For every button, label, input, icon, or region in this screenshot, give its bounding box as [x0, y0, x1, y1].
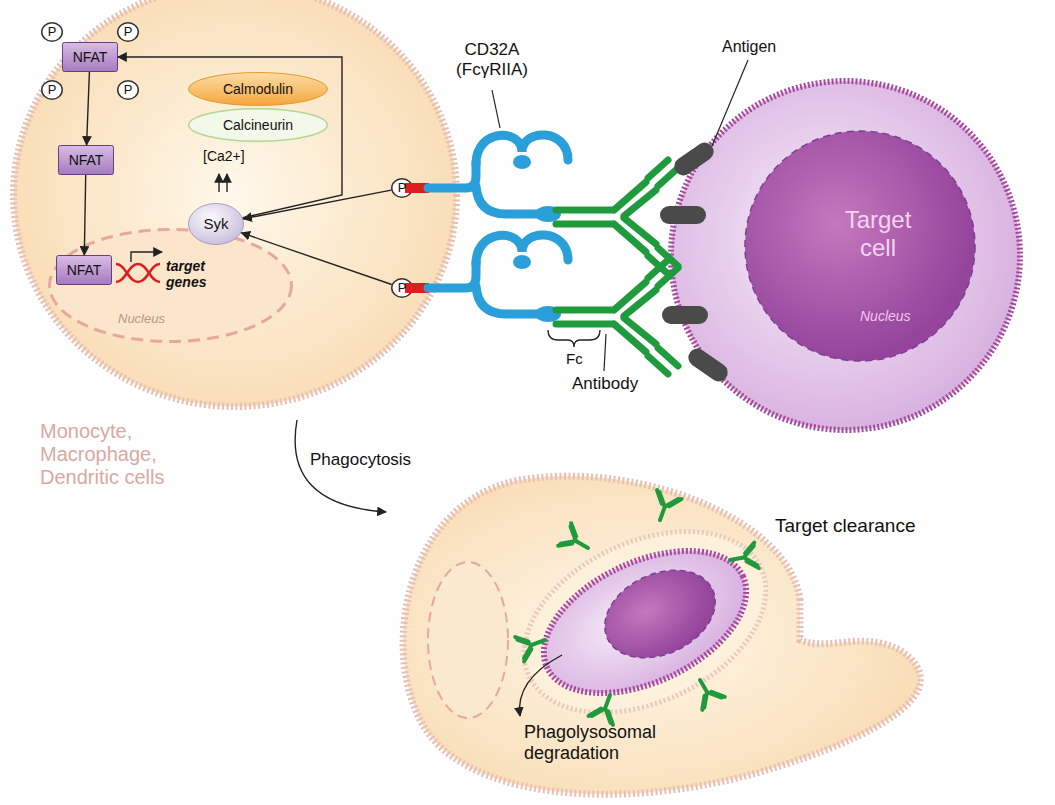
- node-text: NFAT: [67, 262, 102, 278]
- node-text: NFAT: [69, 152, 104, 168]
- node-text: Target cell: [828, 206, 928, 261]
- calcineurin-ellipse: Calcineurin: [188, 108, 328, 142]
- process-label: Phagolysosomal degradation: [524, 722, 684, 763]
- cell-nucleus: target genesNucleus NFAT: [48, 228, 293, 343]
- nfat-box: NFAT: [56, 255, 112, 285]
- node-outline: [668, 78, 1023, 433]
- node-text: P: [398, 181, 407, 196]
- syk-kinase: Syk: [188, 203, 244, 245]
- antigen-label: Antigen: [722, 38, 776, 56]
- node-text: target genes: [166, 258, 228, 290]
- node-text: Nucleus: [860, 308, 940, 324]
- node-text: Calcineurin: [223, 117, 293, 133]
- phospho-circle: P: [117, 80, 139, 100]
- fc-brace: [548, 330, 600, 347]
- receptor-label: CD32A (FcγRIIA): [440, 40, 544, 79]
- node-text: Monocyte, Macrophage, Dendritic cells: [40, 420, 220, 489]
- phospho-circle: P: [41, 80, 63, 100]
- node-text: P: [48, 25, 57, 40]
- node-text: P: [48, 83, 57, 98]
- phospho-circle: P: [41, 22, 63, 42]
- node-text: Nucleus: [118, 312, 198, 327]
- process-label: Phagocytosis: [310, 450, 411, 470]
- ion-label: [Ca2+]: [203, 148, 245, 164]
- nfat-box: NFAT: [58, 145, 114, 175]
- immune-cell: Monocyte, Macrophage, Dendritic cellsNFA…: [10, 0, 460, 410]
- antibody: [556, 260, 678, 374]
- target-cell: Target cellNucleus: [668, 78, 1023, 433]
- calmodulin-ellipse: Calmodulin: [188, 72, 328, 106]
- node-text: P: [124, 25, 133, 40]
- nfat-box: NFAT: [62, 42, 118, 72]
- node-text: NFAT: [73, 49, 108, 65]
- node-text: Syk: [203, 215, 228, 232]
- node-text: P: [398, 281, 407, 296]
- node-text: Calmodulin: [223, 81, 293, 97]
- fc-label: Fc: [566, 350, 583, 367]
- antibody-label: Antibody: [572, 374, 638, 394]
- phospho-circle: P: [391, 178, 413, 198]
- outcome-label: Target clearance: [775, 515, 915, 537]
- phospho-circle: P: [117, 22, 139, 42]
- node-text: P: [124, 83, 133, 98]
- antibody: [556, 160, 678, 274]
- phospho-circle: P: [391, 278, 413, 298]
- phagocyte-cell: [403, 476, 920, 794]
